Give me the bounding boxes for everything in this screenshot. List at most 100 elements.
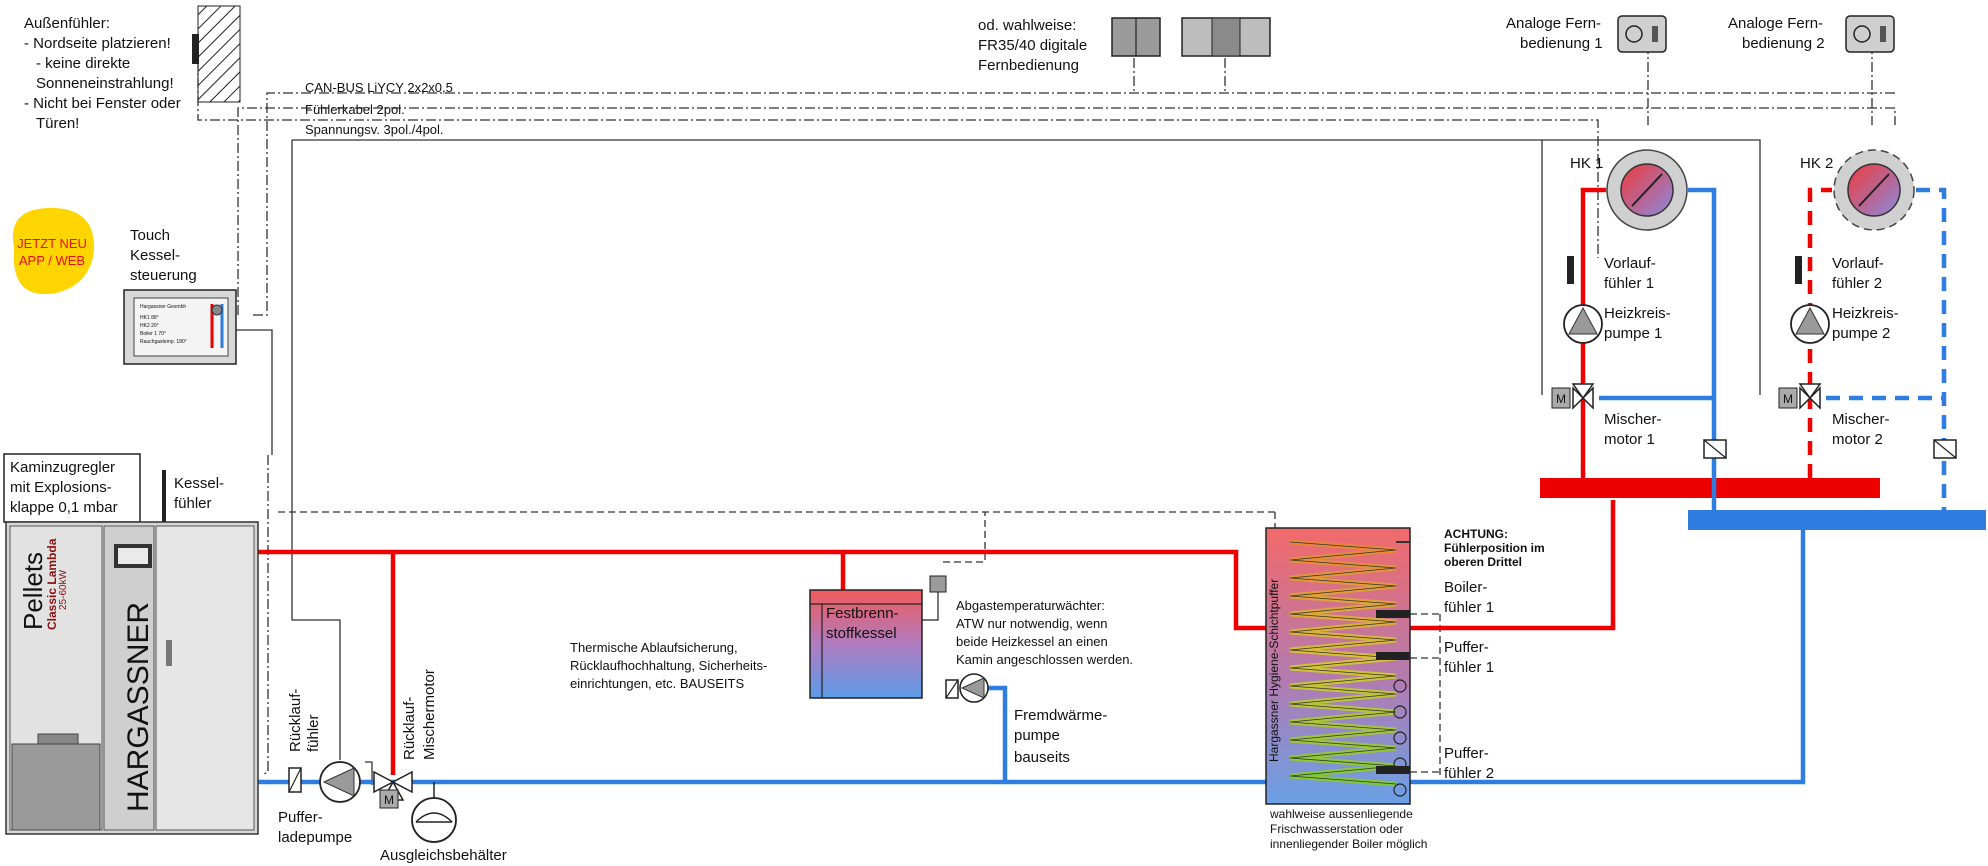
buffer-sensor-2-icon: [1376, 766, 1410, 774]
hk2-flow-sensor-label: fühler 2: [1832, 275, 1882, 292]
outdoor-sensor-icon: [192, 34, 199, 64]
note-line: - Nicht bei Fenster oder: [24, 95, 181, 112]
boiler-sensor-1-label: Boiler-: [1444, 579, 1487, 596]
buffer-pump-label: Puffer-: [278, 809, 323, 826]
buffer-sensor-1-label: fühler 1: [1444, 659, 1494, 676]
hk2-pump-label: Heizkreis-: [1832, 305, 1899, 322]
digital-remote-label: FR35/40 digitale: [978, 37, 1087, 54]
screen-title: Hargassner Gesmbh: [140, 304, 186, 310]
badge-line2: APP / WEB: [19, 253, 85, 268]
screen-row: HK1 88°: [140, 315, 159, 321]
sensor-cable-label: Fühlerkabel 2pol.: [305, 102, 405, 117]
attention-note: ACHTUNG: Fühlerposition im oberen Dritte…: [1444, 527, 1545, 569]
buffer-sensor-2-label: Puffer-: [1444, 745, 1489, 762]
outdoor-wall: [192, 5, 241, 103]
buffer-sensor-2-label: fühler 2: [1444, 765, 1494, 782]
chimney-regulator-label: mit Explosions-: [10, 479, 112, 496]
touch-boiler-control: Touch Kessel- steuerung Hargassner Gesmb…: [123, 227, 237, 365]
new-app-web-badge[interactable]: JETZT NEU APP / WEB: [12, 208, 94, 294]
external-pump-label: Fremdwärme-: [1014, 707, 1107, 724]
boiler-sensor-1-label: fühler 1: [1444, 599, 1494, 616]
outdoor-sensor-title: Außenfühler:: [24, 15, 110, 32]
flue-gas-sensor-icon: [929, 575, 947, 593]
badge-line1: JETZT NEU: [17, 236, 87, 251]
hk1-flow-sensor-label: Vorlauf-: [1604, 255, 1656, 272]
analog-remote-2-label: Analoge Fern-: [1728, 15, 1823, 32]
touch-control-label: Touch: [130, 227, 170, 244]
outdoor-sensor-note: Außenfühler: - Nordseite platzieren! - k…: [24, 15, 181, 132]
heating-circuit-1: HK 1 Vorlauf- fühler 1 Heizkreis- pumpe …: [1551, 149, 1727, 459]
expansion-tank: Ausgleichsbehälter: [380, 782, 507, 864]
hk1-mixer-label: motor 1: [1604, 431, 1655, 448]
screen-row: Rauchgastemp. 180°: [140, 339, 187, 345]
return-pipes: [258, 187, 1986, 785]
boiler-model-name: Pellets: [18, 552, 48, 630]
mixer-symbol: M: [1783, 392, 1793, 406]
return-sensor: Rücklauf- fühler: [287, 689, 322, 793]
boiler-model-power: 25-60kW: [58, 569, 69, 610]
screen-row: Boiler 1 70°: [140, 331, 166, 337]
hk2-flow-sensor-label: Vorlauf-: [1832, 255, 1884, 272]
mixer-symbol: M: [1556, 392, 1566, 406]
buffer-tank-note: innenliegender Boiler möglich: [1270, 837, 1427, 851]
chimney-regulator-label: klappe 0,1 mbar: [10, 499, 118, 516]
analog-remote-1-label: Analoge Fern-: [1506, 15, 1601, 32]
boiler-sensor-icon: [162, 470, 166, 522]
note-line: Sonneneinstrahlung!: [36, 75, 174, 92]
return-sensor-label: fühler: [305, 714, 322, 752]
safety-note-line: einrichtungen, etc. BAUSEITS: [570, 676, 744, 691]
return-sensor-label: Rücklauf-: [287, 689, 304, 752]
hk1-mixer-motor-icon: [1551, 387, 1571, 409]
boiler-sensor-label-line: fühler: [174, 495, 212, 512]
return-mixer-label: Mischermotor: [421, 669, 438, 760]
flue-gas-note-line: beide Heizkessel an einen: [956, 634, 1108, 649]
buffer-pump-label: ladepumpe: [278, 829, 352, 846]
boiler-sensor-1-icon: [1376, 610, 1410, 618]
attention-line: oberen Drittel: [1444, 555, 1522, 569]
hk1-flow-sensor-icon: [1567, 256, 1574, 284]
safety-note: Thermische Ablaufsicherung, Rücklaufhoch…: [570, 640, 767, 691]
attention-line: Fühlerposition im: [1444, 541, 1545, 555]
buffer-tank-note: Frischwasserstation oder: [1270, 822, 1403, 836]
hk1-mixer-label: Mischer-: [1604, 411, 1662, 428]
safety-note-line: Thermische Ablaufsicherung,: [570, 640, 738, 655]
buffer-sensor-1-icon: [1376, 652, 1410, 660]
can-bus-label: CAN-BUS LiYCY 2x2x0,5: [305, 80, 453, 95]
return-mixer-motor-icon: [379, 789, 399, 809]
hk1-title: HK 1: [1570, 155, 1603, 172]
expansion-tank-label: Ausgleichsbehälter: [380, 847, 507, 864]
flue-gas-note: Abgastemperaturwächter: ATW nur notwendi…: [956, 598, 1133, 667]
analog-remote-2-label: bedienung 2: [1742, 35, 1825, 52]
boiler-sensor-label: Kessel- fühler: [162, 470, 224, 522]
solid-fuel-boiler-label: stoffkessel: [826, 625, 897, 642]
digital-remote-label: Fernbedienung: [978, 57, 1079, 74]
analog-remote-1-label: bedienung 1: [1520, 35, 1603, 52]
note-line: - Nordseite platzieren!: [24, 35, 171, 52]
hk2-mixer-motor-icon: [1778, 387, 1798, 409]
safety-note-line: Rücklaufhochhaltung, Sicherheits-: [570, 658, 767, 673]
power-cable-label: Spannungsv. 3pol./4pol.: [305, 122, 444, 137]
buffer-tank: Hargassner Hygiene-Schichtpuffer wahlwei…: [1265, 527, 1427, 851]
return-header: [1688, 510, 1986, 530]
analog-remote-1: Analoge Fern- bedienung 1: [1506, 15, 1667, 53]
pellet-boiler: Pellets Classic Lambda 25-60kW HARGASSNE…: [5, 521, 259, 835]
flue-gas-note-line: Abgastemperaturwächter:: [956, 598, 1105, 613]
hk1-pump-label: pumpe 1: [1604, 325, 1662, 342]
hk2-title: HK 2: [1800, 155, 1833, 172]
return-mixer-label: Rücklauf-: [401, 697, 418, 760]
external-heat-pump: Fremdwärme- pumpe bauseits: [945, 673, 1107, 766]
buffer-sensor-1-label: Puffer-: [1444, 639, 1489, 656]
mixer-symbol: M: [384, 793, 394, 807]
door-handle: [166, 640, 172, 666]
attention-line: ACHTUNG:: [1444, 527, 1508, 541]
note-line: Türen!: [36, 115, 79, 132]
hk2-flow-sensor-icon: [1795, 256, 1802, 284]
touch-control-label: steuerung: [130, 267, 197, 284]
buffer-load-pump: Puffer- ladepumpe: [278, 761, 361, 846]
return-mixer: M Rücklauf- Mischermotor: [373, 669, 438, 809]
hk2-mixer-label: Mischer-: [1832, 411, 1890, 428]
ash-box: [11, 743, 101, 831]
hk2-mixer-label: motor 2: [1832, 431, 1883, 448]
touch-control-label: Kessel-: [130, 247, 180, 264]
